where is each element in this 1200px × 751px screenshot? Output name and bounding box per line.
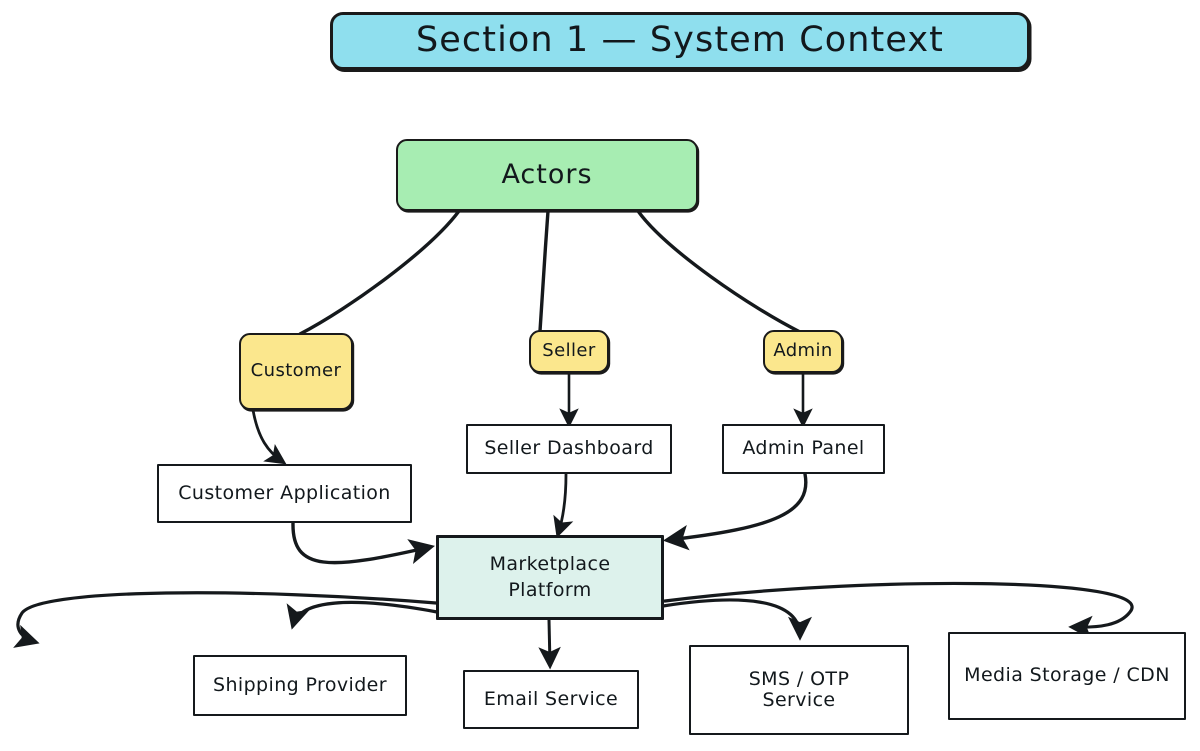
node-shipping-provider[interactable]: Shipping Provider [193,655,407,716]
edge-actors-seller [538,209,550,333]
node-admin[interactable]: Admin [763,330,843,373]
edge-sellerdashboard-platform [553,472,574,538]
edge-platform-shipping [286,600,439,630]
edge-platform-media [663,581,1134,640]
node-sms-otp-service-line2: Service [762,689,836,711]
node-shipping-provider-label: Shipping Provider [213,673,387,696]
node-email-service[interactable]: Email Service [463,670,639,729]
node-media-storage-cdn[interactable]: Media Storage / CDN [948,632,1186,720]
node-actors-label: Actors [501,158,593,190]
node-actors[interactable]: Actors [396,139,698,211]
edge-customer-customerapp [251,408,287,465]
node-marketplace-platform-line1: Marketplace [489,552,611,575]
edge-platform-offcanvas-left [13,591,438,648]
node-seller-label: Seller [542,340,596,362]
edge-platform-sms [661,598,812,641]
node-seller-dashboard-label: Seller Dashboard [484,437,654,460]
edge-actors-admin [636,209,802,334]
diagram-title-banner: Section 1 — System Context [330,12,1030,70]
node-seller[interactable]: Seller [529,330,609,373]
node-customer-application-label: Customer Application [178,481,391,504]
node-admin-panel-label: Admin Panel [742,437,865,460]
diagram-title-text: Section 1 — System Context [415,20,945,61]
node-email-service-label: Email Service [483,687,619,710]
node-customer-application[interactable]: Customer Application [157,464,412,523]
node-customer-label: Customer [250,360,342,382]
node-admin-panel[interactable]: Admin Panel [722,424,885,474]
node-marketplace-platform-line2: Platform [508,578,592,601]
node-sms-otp-service-line1: SMS / OTP [748,667,850,690]
node-admin-label: Admin [773,340,833,362]
node-sms-otp-service[interactable]: SMS / OTP Service [689,645,909,735]
edge-adminpanel-platform [662,472,808,551]
node-customer[interactable]: Customer [239,333,353,410]
node-seller-dashboard[interactable]: Seller Dashboard [466,424,672,474]
edge-actors-customer [298,209,461,336]
node-media-storage-cdn-label: Media Storage / CDN [964,664,1170,687]
edge-customerapp-platform [291,521,435,565]
edge-platform-email [538,618,561,670]
node-marketplace-platform[interactable]: Marketplace Platform [436,535,664,620]
